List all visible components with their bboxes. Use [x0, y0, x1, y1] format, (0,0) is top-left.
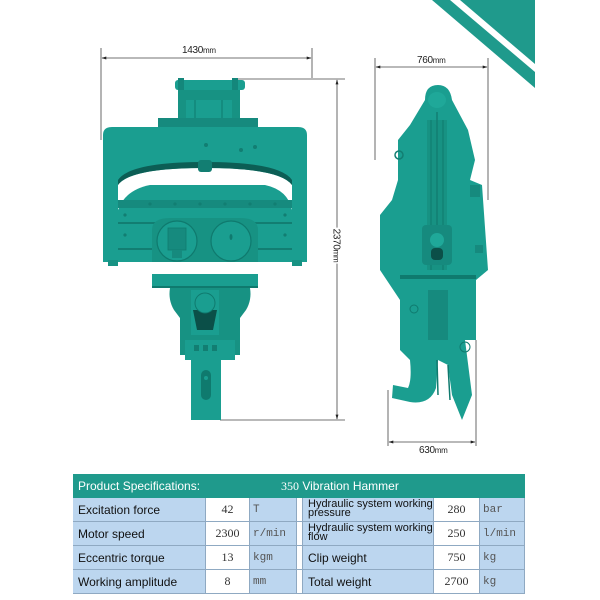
table-row: Working amplitude 8 mm Total weight 2700…: [73, 570, 525, 594]
dimension-side-bottom-width: [387, 340, 477, 446]
spec-value: 2700: [434, 570, 480, 594]
spec-unit: mm: [250, 570, 297, 594]
product-specifications-table: Product Specifications: 350 Vibration Ha…: [73, 474, 525, 594]
dimension-label-front-width: 1430mm: [181, 45, 217, 56]
spec-label: Motor speed: [73, 522, 206, 546]
spec-label: Clip weight: [303, 546, 434, 570]
spec-label: Hydraulic system working pressure: [303, 498, 434, 522]
column-gap: [297, 546, 303, 570]
machine-drawings: [100, 48, 489, 446]
dimension-side-top-width: [374, 58, 489, 200]
spec-unit: r/min: [250, 522, 297, 546]
spec-value: 2300: [206, 522, 250, 546]
table-row: Excitation force 42 T Hydraulic system w…: [73, 498, 525, 522]
front-view-machine: [103, 78, 307, 420]
spec-label: Eccentric torque: [73, 546, 206, 570]
dimension-label-side-bottom-width: 630mm: [418, 445, 449, 456]
spec-label: Total weight: [303, 570, 434, 594]
side-view-machine: [380, 85, 488, 420]
spec-unit: T: [250, 498, 297, 522]
dimension-label-side-top-width: 760mm: [416, 55, 447, 66]
table-header: Product Specifications: 350 Vibration Ha…: [73, 474, 525, 498]
spec-label: Hydraulic system working flow: [303, 522, 434, 546]
spec-label: Excitation force: [73, 498, 206, 522]
table-row: Motor speed 2300 r/min Hydraulic system …: [73, 522, 525, 546]
spec-value: 750: [434, 546, 480, 570]
spec-value: 280: [434, 498, 480, 522]
dimension-label-height: 2370mm: [330, 227, 342, 264]
spec-value: 250: [434, 522, 480, 546]
table-row: Eccentric torque 13 kgm Clip weight 750 …: [73, 546, 525, 570]
model-name: 350 Vibration Hammer: [281, 479, 399, 493]
table-title: Product Specifications:: [78, 479, 201, 493]
spec-value: 42: [206, 498, 250, 522]
spec-unit: bar: [480, 498, 525, 522]
spec-unit: kg: [480, 546, 525, 570]
spec-unit: l/min: [480, 522, 525, 546]
spec-value: 13: [206, 546, 250, 570]
spec-label: Working amplitude: [73, 570, 206, 594]
column-gap: [297, 498, 303, 522]
spec-value: 8: [206, 570, 250, 594]
column-gap: [297, 570, 303, 594]
column-gap: [297, 522, 303, 546]
dimension-front-width: [100, 48, 313, 140]
spec-unit: kg: [480, 570, 525, 594]
spec-unit: kgm: [250, 546, 297, 570]
